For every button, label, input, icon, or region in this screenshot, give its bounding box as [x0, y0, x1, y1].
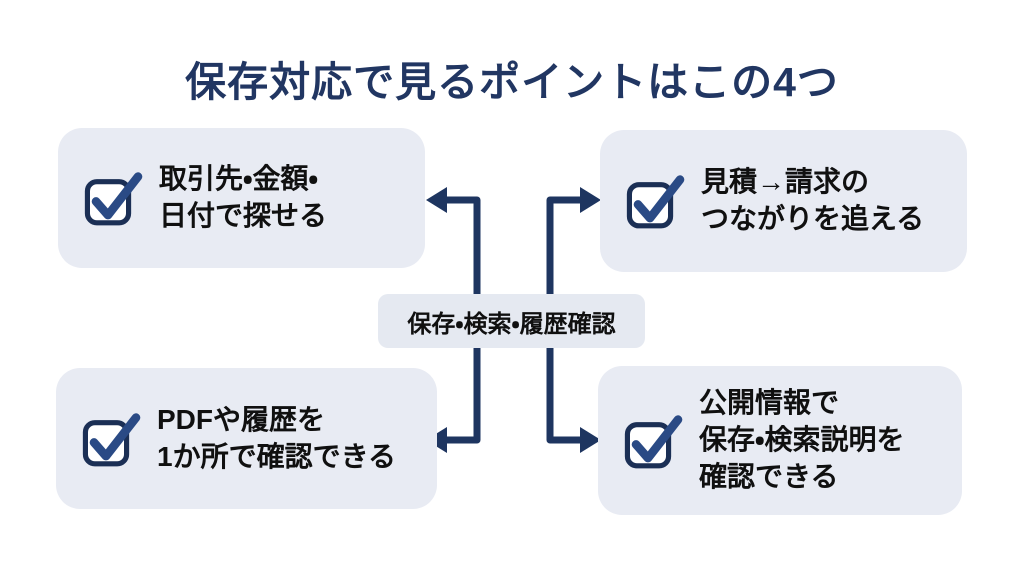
point-text: 見積→請求の つながりを追える: [701, 164, 924, 238]
point-text-line: PDFや履歴を: [157, 403, 326, 435]
checkbox-checked-icon: [82, 412, 141, 466]
point-box-bottom-right: 公開情報で 保存・検索説明を 確認できる: [598, 366, 962, 515]
point-text-line: 取引先・金額・: [159, 163, 319, 195]
center-node-label: 保存・検索・履歴確認: [378, 294, 645, 348]
point-text: 公開情報で 保存・検索説明を 確認できる: [699, 385, 905, 496]
point-box-top-right: 見積→請求の つながりを追える: [600, 130, 967, 272]
point-text: 取引先・金額・ 日付で探せる: [159, 161, 327, 235]
point-text-line: つながりを追える: [701, 203, 925, 234]
point-text-line: 見積→請求の: [701, 166, 870, 198]
point-box-top-left: 取引先・金額・ 日付で探せる: [58, 128, 425, 268]
page-title: 保存対応で見るポイントはこの4つ: [185, 59, 839, 105]
arrowhead-bottom-right: [580, 427, 601, 453]
checkbox-checked-icon: [624, 414, 683, 468]
checkbox-checked-icon: [84, 172, 143, 226]
checkbox-checked-icon: [626, 175, 685, 229]
arrowhead-top-right: [580, 187, 601, 213]
point-text-line: 確認できる: [699, 460, 839, 492]
arrowhead-top-left: [426, 187, 447, 213]
point-box-bottom-left: PDFや履歴を 1か所で確認できる: [56, 368, 437, 509]
point-text: PDFや履歴を 1か所で確認できる: [157, 402, 396, 476]
point-text-line: 1か所で確認できる: [157, 440, 397, 472]
point-text-line: 公開情報で: [699, 387, 840, 419]
point-text-line: 日付で探せる: [159, 200, 328, 231]
point-text-line: 保存・検索説明を: [699, 424, 905, 456]
